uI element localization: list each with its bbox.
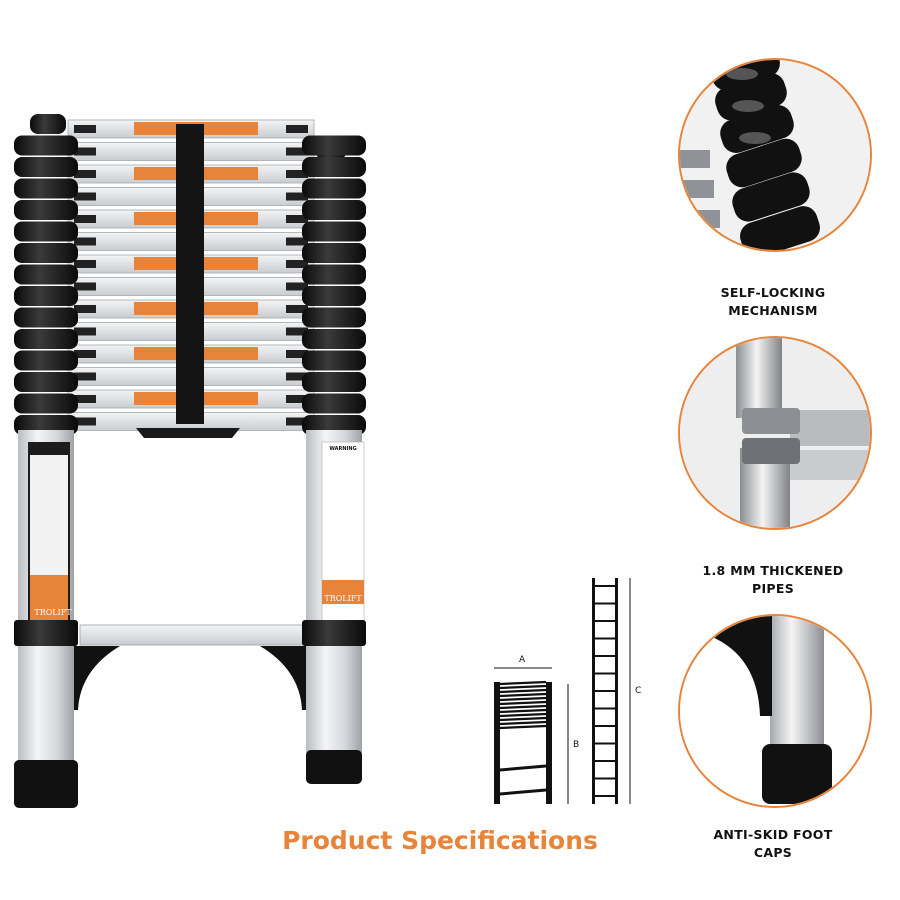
product-specifications-title: Product Specifications bbox=[282, 826, 598, 855]
rail-collar bbox=[302, 393, 366, 414]
rail-collar bbox=[14, 178, 78, 199]
rung-slot bbox=[74, 125, 96, 133]
diagram-rung bbox=[499, 680, 547, 686]
extended-ladder-diagram bbox=[592, 578, 618, 804]
diagram-rung bbox=[499, 696, 547, 702]
spec-diagram bbox=[488, 572, 648, 812]
rail-collar bbox=[302, 372, 366, 392]
rung-slot bbox=[286, 170, 308, 178]
collapsed-ladder-diagram bbox=[494, 680, 552, 804]
rung-slot bbox=[286, 282, 308, 291]
rail-collar bbox=[302, 243, 366, 263]
rail-collar bbox=[14, 135, 78, 156]
rail-collar bbox=[302, 221, 366, 242]
brand-logo-right: TROLIFT bbox=[324, 594, 362, 603]
rail-collar bbox=[302, 286, 366, 306]
rung-slot bbox=[286, 395, 308, 403]
rail-collar bbox=[302, 307, 366, 328]
rail-collar bbox=[302, 329, 366, 349]
rail-collar bbox=[302, 350, 366, 371]
diagram-rung bbox=[499, 704, 547, 710]
ladder-rungs bbox=[67, 119, 315, 438]
diagram-rung bbox=[499, 708, 547, 714]
rung-slot bbox=[74, 192, 96, 201]
diagram-rung bbox=[499, 692, 547, 698]
rung-slot bbox=[74, 417, 96, 426]
rung-slot bbox=[286, 192, 308, 201]
diagram-rung bbox=[499, 700, 547, 706]
rail-collar bbox=[14, 393, 78, 414]
rail-collar bbox=[302, 178, 366, 199]
feature-label-thickened-pipes: 1.8 MM THICKENED PIPES bbox=[702, 563, 844, 596]
rung-slot bbox=[74, 395, 96, 403]
diagram-rung bbox=[499, 684, 547, 690]
dimension-label-c: C bbox=[635, 686, 642, 696]
rung-slot bbox=[74, 372, 96, 381]
diagram-rung bbox=[499, 688, 547, 694]
rung-slot bbox=[286, 237, 308, 246]
rung-slot bbox=[286, 372, 308, 381]
rung-slot bbox=[74, 350, 96, 358]
rung-slot bbox=[286, 305, 308, 313]
rail-collar bbox=[14, 286, 78, 306]
rail-collar bbox=[14, 264, 78, 285]
rail-collar bbox=[14, 329, 78, 349]
feature-label-anti-skid: ANTI-SKID FOOT CAPS bbox=[713, 827, 833, 860]
rail-collar bbox=[302, 200, 366, 220]
diagram-rung bbox=[499, 716, 547, 722]
rung-slot bbox=[74, 237, 96, 246]
rung-slot bbox=[74, 147, 96, 156]
rail-collar bbox=[14, 157, 78, 177]
rung-slot bbox=[74, 170, 96, 178]
strap-buckle bbox=[136, 428, 240, 438]
rung-slot bbox=[74, 215, 96, 223]
ladder-lower-section bbox=[14, 430, 366, 808]
rung-slot bbox=[74, 327, 96, 336]
carry-strap bbox=[176, 124, 204, 424]
rung-slot bbox=[286, 417, 308, 426]
rail-collar bbox=[14, 350, 78, 371]
rung-slot bbox=[286, 260, 308, 268]
rung-slot bbox=[74, 305, 96, 313]
rail-collar bbox=[14, 243, 78, 263]
telescopic-ladder-image bbox=[10, 110, 370, 820]
warning-label: WARNING bbox=[329, 446, 357, 452]
rung-slot bbox=[74, 260, 96, 268]
rail-collar bbox=[14, 307, 78, 328]
brand-logo-left: TROLIFT bbox=[34, 608, 72, 617]
self-locking-closeup bbox=[678, 58, 872, 252]
foot-cap-closeup bbox=[678, 614, 872, 808]
rail-collar bbox=[14, 221, 78, 242]
rail-collar bbox=[30, 114, 66, 134]
dimension-label-b: B bbox=[573, 740, 580, 750]
rung-slot bbox=[286, 147, 308, 156]
diagram-rung bbox=[499, 720, 547, 726]
ladder-rails bbox=[14, 114, 366, 435]
rung-slot bbox=[74, 282, 96, 291]
rail-collar bbox=[14, 372, 78, 392]
diagram-rung bbox=[499, 712, 547, 718]
pipe-closeup bbox=[678, 336, 872, 530]
rail-collar bbox=[302, 135, 366, 156]
rail-collar bbox=[302, 157, 366, 177]
feature-label-self-locking: SELF-LOCKING MECHANISM bbox=[720, 285, 826, 318]
rail-collar bbox=[14, 200, 78, 220]
rung-slot bbox=[286, 327, 308, 336]
rung-slot bbox=[286, 350, 308, 358]
diagram-rung bbox=[499, 724, 547, 730]
rail-collar bbox=[302, 264, 366, 285]
dimension-label-a: A bbox=[519, 655, 526, 665]
rung-slot bbox=[286, 215, 308, 223]
rung-slot bbox=[286, 125, 308, 133]
